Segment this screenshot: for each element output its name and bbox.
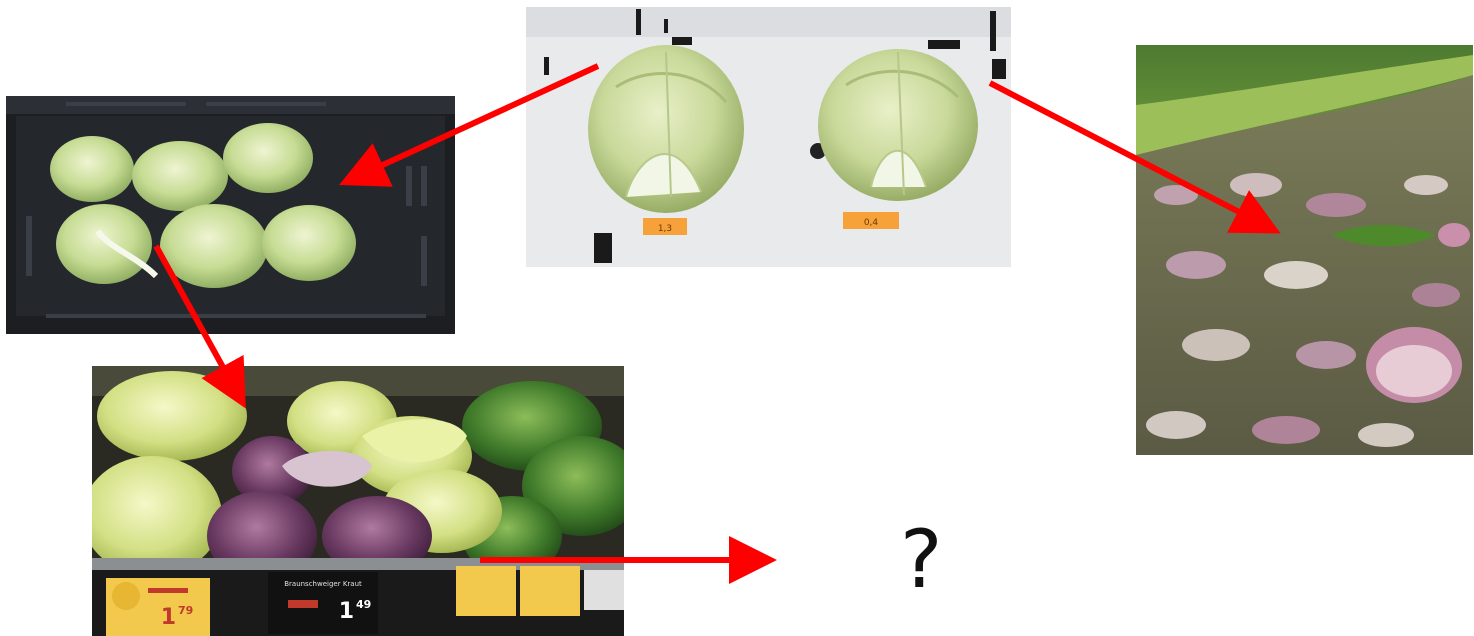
arrow-table-to-field xyxy=(990,83,1270,228)
arrow-table-to-crate xyxy=(350,66,598,180)
unknown-outcome-question-mark: ? xyxy=(900,520,942,600)
arrow-crate-to-shelf xyxy=(156,246,240,398)
